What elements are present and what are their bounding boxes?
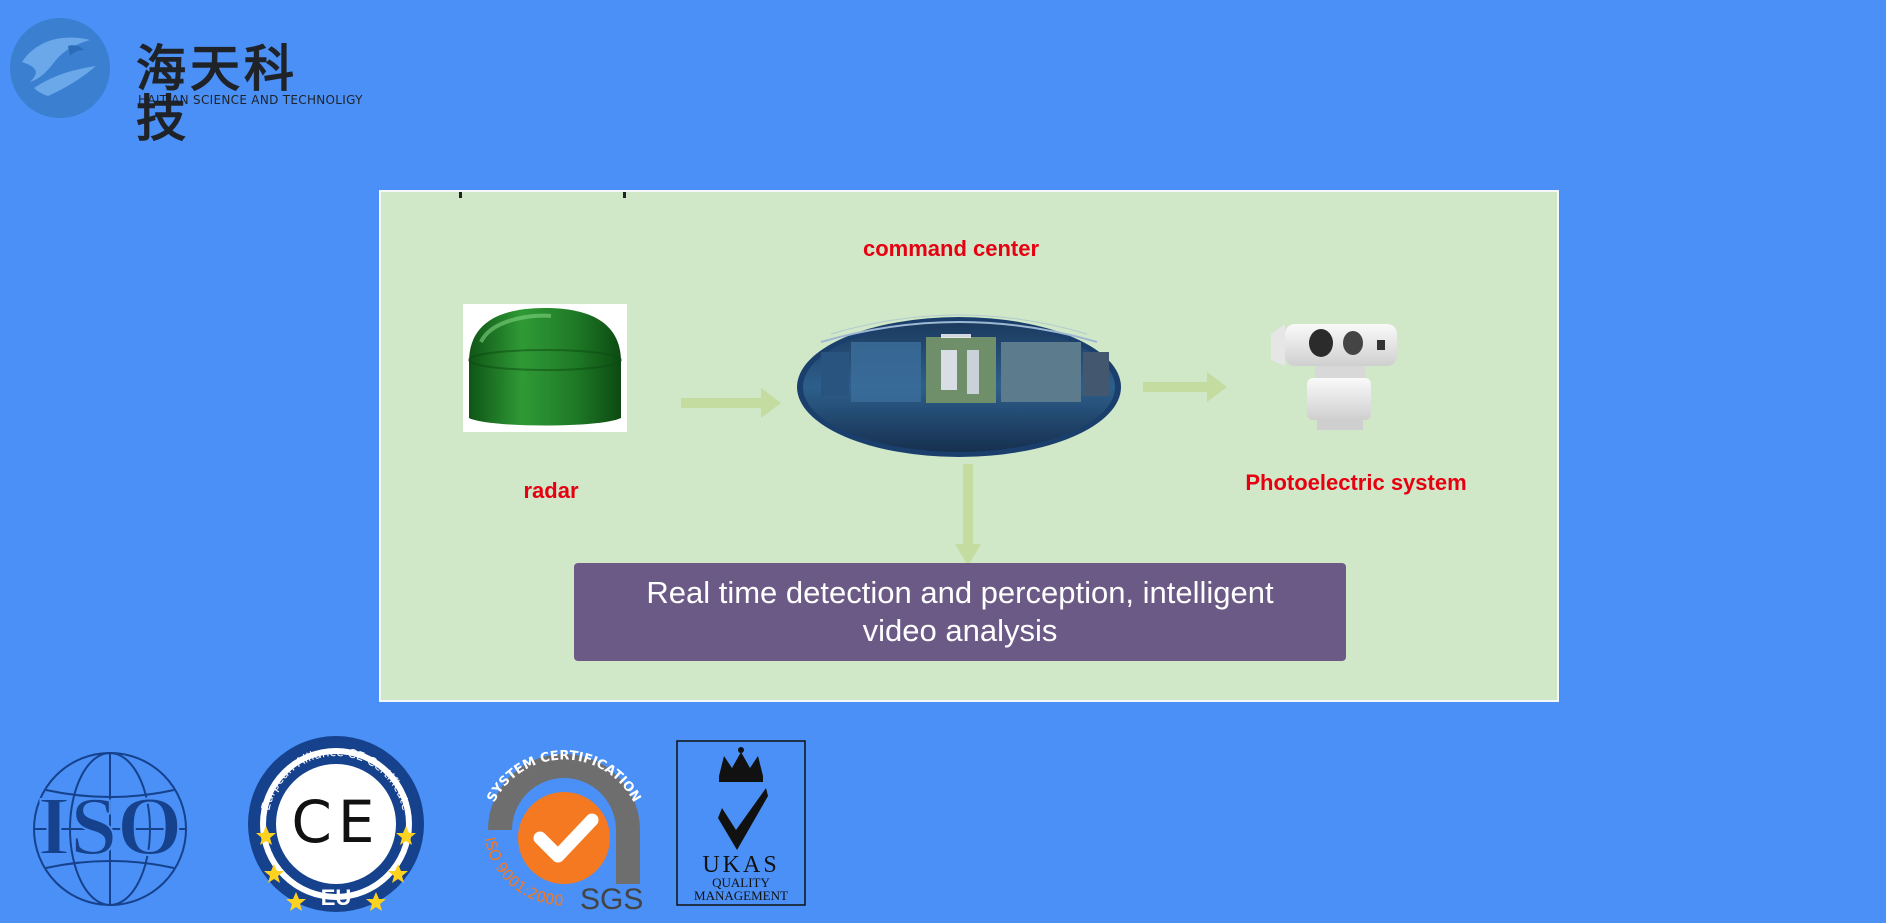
iso-text: ISO: [38, 780, 183, 873]
command-center-label: command center: [851, 230, 1051, 268]
brand-name-en: HAITIAN SCIENCE AND TECHNOLIGY: [138, 93, 363, 107]
arrow-center-to-photoelectric: [1143, 372, 1227, 402]
clipped-heading-marks: [459, 192, 626, 198]
result-box: Real time detection and perception, inte…: [574, 563, 1346, 661]
check-mark-icon: [718, 788, 768, 850]
eagle-logo-icon: [8, 16, 112, 120]
photoelectric-camera-icon: [1271, 324, 1397, 430]
ukas-logo-icon: UKAS QUALITY MANAGEMENT: [676, 740, 806, 906]
sgs-name-text: SGS: [580, 883, 643, 916]
ukas-line2-text: MANAGEMENT: [694, 888, 788, 903]
command-center-icon: [797, 315, 1121, 457]
system-diagram-panel: command center radar Photoelectric syste…: [379, 190, 1559, 702]
ce-logo-icon: Eurpean Alliance CE Certificate CE EU: [246, 734, 426, 914]
photoelectric-label: Photoelectric system: [1221, 464, 1491, 502]
certification-logos: ISO Eurpean Alliance CE Certificate CE E…: [0, 730, 900, 920]
ce-mark-text: CE: [291, 788, 380, 856]
crown-icon: [719, 747, 763, 782]
ce-region-text: EU: [321, 885, 352, 910]
arrow-radar-to-center: [681, 388, 781, 418]
radar-label: radar: [481, 472, 621, 510]
sgs-logo-icon: SYSTEM CERTIFICATION ISO 9001:2000 SGS: [470, 734, 660, 918]
arrow-center-to-result: [955, 464, 981, 566]
iso-logo-icon: ISO: [12, 750, 208, 908]
company-logo: 海天科技 HAITIAN SCIENCE AND TECHNOLIGY: [8, 16, 348, 120]
radar-icon: [463, 304, 627, 432]
